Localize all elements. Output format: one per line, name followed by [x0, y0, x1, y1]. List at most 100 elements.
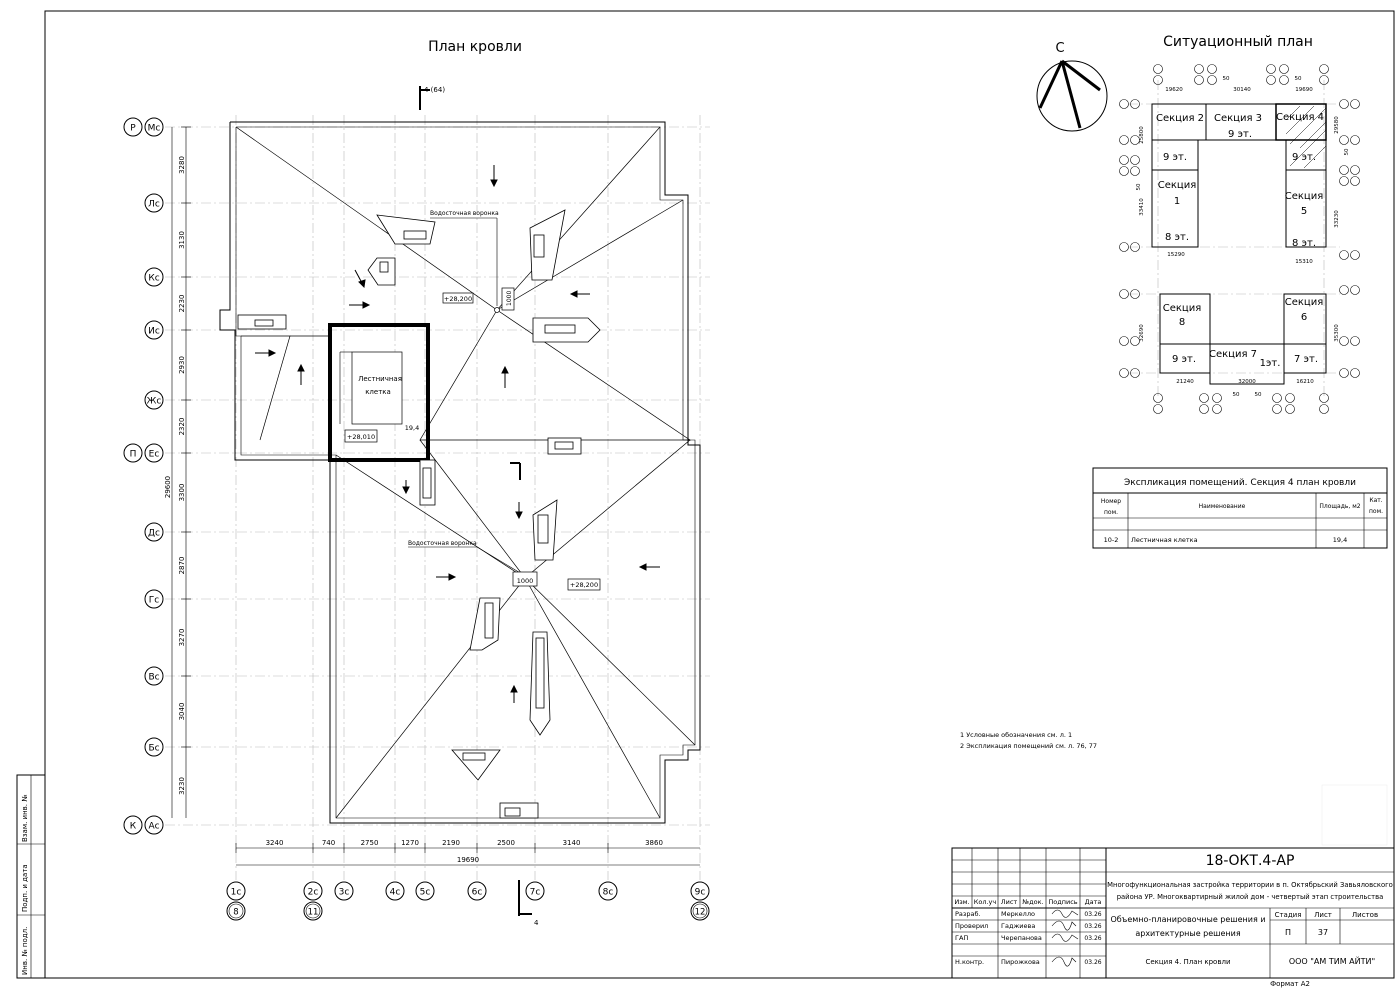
col-axis-bubble-alt-inner: [692, 903, 708, 919]
section-3-floors: 9 эт.: [1228, 129, 1252, 140]
col-axis-bubble-alt: [226, 901, 246, 921]
row-axis-label-alt: К: [130, 822, 137, 832]
section-1-label: Секция: [1158, 180, 1197, 191]
row-dim-label: 2870: [178, 557, 186, 575]
section-4-label: Секция 4: [1276, 112, 1324, 123]
col-axis-label-alt: 8: [233, 908, 238, 918]
overall-horizontal-dim: 19690: [457, 856, 479, 864]
elevation-2: +28,200: [570, 581, 598, 589]
tb-date-5: 03.26: [1084, 959, 1101, 966]
svg-text:50: 50: [1223, 76, 1230, 82]
tb-name-1: Меркелло: [1001, 910, 1035, 918]
explication-table: Экспликация помещений. Секция 4 план кро…: [1092, 467, 1388, 549]
side-stamp: Взам. инв. № Подп. и дата Инв. № подл.: [16, 774, 46, 979]
row-axis-label: Мс: [148, 124, 161, 134]
section-8-num: 8: [1179, 317, 1185, 328]
svg-text:35300: 35300: [1334, 324, 1340, 342]
svg-text:29580: 29580: [1334, 116, 1340, 134]
slope-arrows: [255, 165, 660, 703]
north-arrow: С: [1036, 41, 1108, 132]
row-axis-label: Кс: [148, 274, 159, 284]
section-4-floors: 9 эт.: [1292, 152, 1316, 163]
col-axis-label-alt: 11: [308, 908, 319, 918]
svg-text:16210: 16210: [1296, 379, 1314, 385]
col-dim-label: 3240: [266, 839, 284, 847]
col-axis-bubble: [303, 881, 323, 901]
row-dim-label: 3280: [178, 156, 186, 174]
roof-drain-2: Водосточная воронка 1000 +28,200: [408, 540, 601, 591]
svg-text:15310: 15310: [1295, 259, 1313, 265]
svg-text:4: 4: [534, 919, 539, 927]
tb-sheet-title: Секция 4. План кровли: [1145, 958, 1230, 966]
area-stair: 19,4: [405, 424, 419, 432]
tb-col-doc: №док.: [1021, 898, 1043, 906]
row-axis-bubble: [144, 117, 164, 137]
tb-doc-title-2: архитектурные решения: [1135, 929, 1240, 938]
svg-text:50: 50: [1136, 183, 1142, 190]
col-axis-bubble-alt-inner: [305, 903, 321, 919]
building-outline: [219, 121, 701, 824]
site-plan: Секция 2 9 эт. Секция 3 9 эт. Секция 4 9…: [1119, 64, 1360, 414]
section-3-label: Секция 3: [1214, 113, 1262, 124]
tb-name-3: Черепанова: [1001, 934, 1042, 942]
svg-text:32690: 32690: [1139, 324, 1145, 342]
row-axis-bubble: [144, 390, 164, 410]
svg-text:33230: 33230: [1334, 210, 1340, 228]
dim-1000a: 1000: [506, 291, 513, 306]
svg-text:Водосточная воронка: Водосточная воронка: [408, 540, 477, 547]
svg-text:4 (64): 4 (64): [424, 86, 445, 94]
row-dim-label: 2230: [178, 295, 186, 313]
col-axis-bubble-alt: [690, 901, 710, 921]
tb-col-izm: Изм.: [954, 898, 969, 906]
col-axis-bubble: [415, 881, 435, 901]
row-axis-bubble: [144, 815, 164, 835]
svg-text:Водосточная воронка: Водосточная воронка: [430, 210, 499, 217]
section-1-floors: 8 эт.: [1165, 232, 1189, 243]
tb-date-2: 03.26: [1084, 923, 1101, 930]
tb-stage-h: Стадия: [1275, 911, 1302, 919]
tb-date-3: 03.26: [1084, 935, 1101, 942]
col-axis-bubble: [690, 881, 710, 901]
row-axis-label: Гс: [149, 596, 159, 606]
tb-sheet: 37: [1318, 928, 1328, 937]
col-axis-bubble: [467, 881, 487, 901]
svg-text:32000: 32000: [1238, 379, 1256, 385]
row-name: Лестничная клетка: [1131, 536, 1198, 544]
stair-label-1: Лестничная: [358, 375, 402, 383]
col-dim-label: 3860: [645, 839, 663, 847]
title-block: Изм. Кол.уч Лист №док. Подпись Дата Разр…: [951, 847, 1395, 979]
section-7-floors: 1эт.: [1260, 358, 1281, 369]
elevation-1: +28,200: [444, 295, 472, 303]
tb-sheets-h: Листов: [1352, 911, 1378, 919]
row-axis-label-alt: Р: [130, 124, 136, 134]
col-axis-label-alt: 12: [695, 908, 706, 918]
col-axis-bubble: [334, 881, 354, 901]
section-6-floors: 7 эт.: [1294, 354, 1318, 365]
svg-text:19690: 19690: [1295, 87, 1313, 93]
side-stamp-2: Подп. и дата: [21, 864, 29, 912]
row-axis-label: Ес: [149, 450, 160, 460]
col-dim-label: 2500: [497, 839, 515, 847]
section-5-floors: 8 эт.: [1292, 238, 1316, 249]
roof-plan-title: План кровли: [428, 39, 522, 55]
tb-col-date: Дата: [1085, 898, 1102, 906]
header-name: Наименование: [1199, 503, 1246, 510]
tb-role-5: Н.контр.: [955, 958, 984, 966]
col-axis-bubble-alt-inner: [228, 903, 244, 919]
svg-text:25800: 25800: [1139, 126, 1145, 144]
section-6-num: 6: [1301, 312, 1307, 323]
tb-name-5: Пирожкова: [1001, 958, 1040, 966]
row-num: 10-2: [1104, 536, 1119, 544]
row-axis-bubble: [144, 320, 164, 340]
svg-text:50: 50: [1344, 148, 1350, 155]
note-1: 1 Условные обозначения см. л. 1: [960, 731, 1072, 739]
north-label: С: [1055, 41, 1064, 56]
col-dim-label: 2750: [361, 839, 379, 847]
tb-stage: П: [1285, 928, 1291, 937]
row-axis-bubble: [144, 522, 164, 542]
side-stamp-3: Инв. № подл.: [21, 927, 29, 975]
